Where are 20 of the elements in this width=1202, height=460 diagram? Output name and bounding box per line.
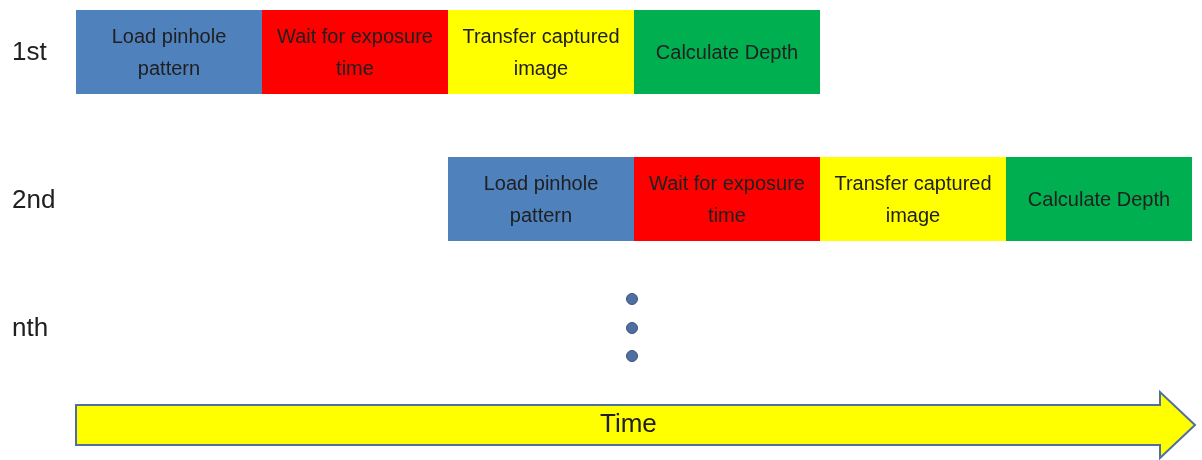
step-label: Calculate Depth — [1027, 187, 1171, 212]
process-step-box — [1006, 157, 1192, 241]
step-label: Calculate Depth — [655, 40, 799, 65]
row-label: nth — [12, 312, 49, 343]
step-label: Wait for exposure time — [648, 171, 806, 228]
process-step-box — [634, 157, 820, 241]
process-step-box — [76, 10, 262, 94]
axis-label: Time — [600, 408, 657, 439]
row-label: 1st — [12, 36, 47, 67]
process-step-box — [820, 157, 1006, 241]
process-step-box — [262, 10, 448, 94]
step-label: Transfer captured image — [833, 171, 993, 228]
process-step-box — [448, 10, 634, 94]
process-step-box — [634, 10, 820, 94]
process-step-box — [448, 157, 634, 241]
row-label: 2nd — [12, 184, 56, 215]
step-label: Load pinhole pattern — [110, 24, 228, 81]
step-label: Wait for exposure time — [276, 24, 434, 81]
step-label: Load pinhole pattern — [482, 171, 600, 228]
step-label: Transfer captured image — [461, 24, 621, 81]
